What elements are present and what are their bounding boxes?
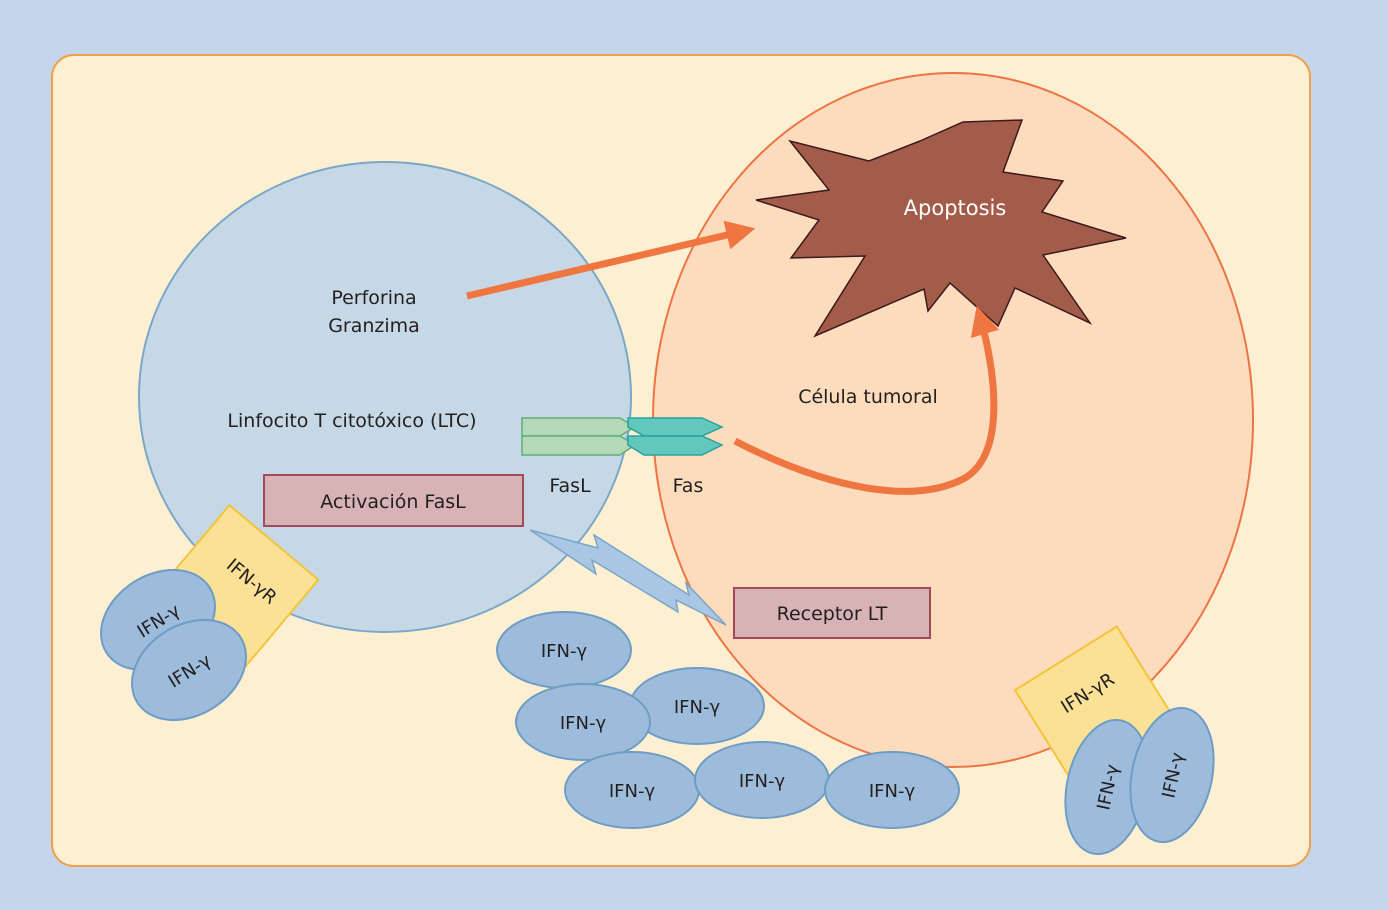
ifn-molecule: IFN-γ: [694, 741, 830, 819]
ifn-molecule: IFN-γ: [1129, 706, 1215, 844]
svg-text:IFN-γ: IFN-γ: [541, 641, 588, 662]
fas-pathway-arrow: [733, 305, 1000, 495]
perforin-arrow: [466, 220, 756, 300]
fas-label: Fas: [673, 475, 704, 497]
fasl-label: FasL: [549, 475, 591, 497]
svg-text:IFN-γ: IFN-γ: [739, 771, 786, 792]
ifn-molecule: IFN-γ: [496, 611, 632, 689]
activacion-fasl-box: [263, 474, 524, 527]
ifn-molecule: IFN-γ: [515, 683, 651, 761]
receptor-lt-label: Receptor LT: [777, 603, 888, 625]
apoptosis-star: [755, 119, 1127, 338]
svg-text:IFN-γ: IFN-γ: [560, 713, 607, 734]
fas-receptor: [627, 417, 724, 456]
granzima-label: Granzima: [328, 315, 420, 337]
tumor-label: Célula tumoral: [798, 386, 938, 408]
perforina-label: Perforina: [331, 287, 416, 309]
signal-bolt-icon: [529, 529, 727, 626]
apoptosis-label: Apoptosis: [904, 196, 1007, 220]
ifn-molecule: IFN-γ: [564, 751, 700, 829]
activacion-fasl-label: Activación FasL: [320, 491, 466, 513]
ifn-molecule: IFN-γ: [824, 751, 960, 829]
svg-text:IFN-γ: IFN-γ: [674, 697, 721, 718]
svg-text:IFN-γ: IFN-γ: [869, 781, 916, 802]
ifn-molecule: IFN-γ: [131, 618, 247, 722]
ifn-molecule: IFN-γ: [1064, 718, 1150, 856]
ltc-label: Linfocito T citotóxico (LTC): [227, 410, 476, 432]
fasl-ligand: [521, 417, 637, 456]
receptor-lt-box: [733, 587, 931, 639]
ifn-molecule: IFN-γ: [629, 667, 765, 745]
svg-text:IFN-γ: IFN-γ: [609, 781, 656, 802]
